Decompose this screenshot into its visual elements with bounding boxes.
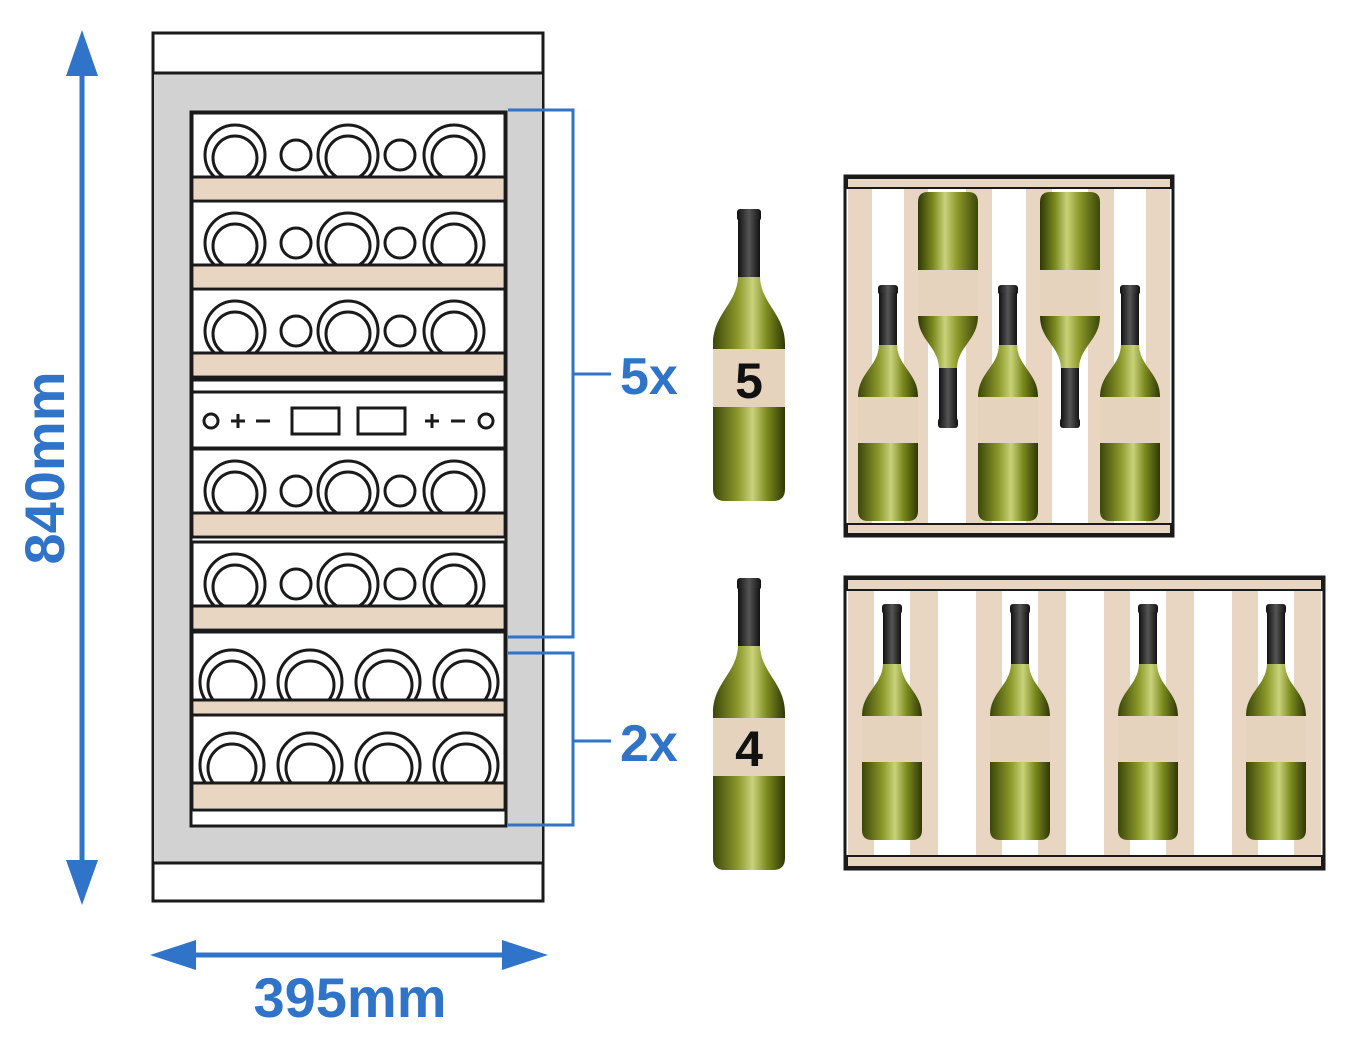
width-arrow-icon <box>150 940 548 970</box>
upper-zone-bracket <box>508 108 611 639</box>
upper-bottle-count: 5 <box>735 353 763 409</box>
shelf <box>190 713 507 812</box>
lower-zone-shelves <box>190 630 507 812</box>
display-left <box>290 406 341 436</box>
shelf <box>190 447 507 539</box>
width-label: 395mm <box>253 966 446 1029</box>
height-label: 840mm <box>13 371 76 564</box>
lower-zone-bracket <box>508 651 611 827</box>
lower-bottle-count: 4 <box>735 721 763 777</box>
power-icon <box>202 412 220 430</box>
shelf-rack-icon-lower <box>843 575 1326 871</box>
control-panel <box>190 378 507 450</box>
shelf <box>190 199 507 291</box>
lower-zone-multiplier: 2x <box>620 715 678 773</box>
display-right <box>356 406 407 436</box>
shelf-rack-icon-upper <box>843 174 1175 538</box>
shelf <box>190 540 507 632</box>
plus-icon <box>425 414 439 428</box>
height-arrow-icon <box>66 30 98 905</box>
plus-icon <box>231 414 245 428</box>
upper-zone-multiplier: 5x <box>620 348 678 406</box>
shelf <box>190 630 507 729</box>
shelf <box>190 287 507 379</box>
wine-cooler-cabinet <box>151 31 545 903</box>
upper-zone-shelves <box>190 111 507 379</box>
light-icon <box>477 412 495 430</box>
shelf <box>190 111 507 203</box>
